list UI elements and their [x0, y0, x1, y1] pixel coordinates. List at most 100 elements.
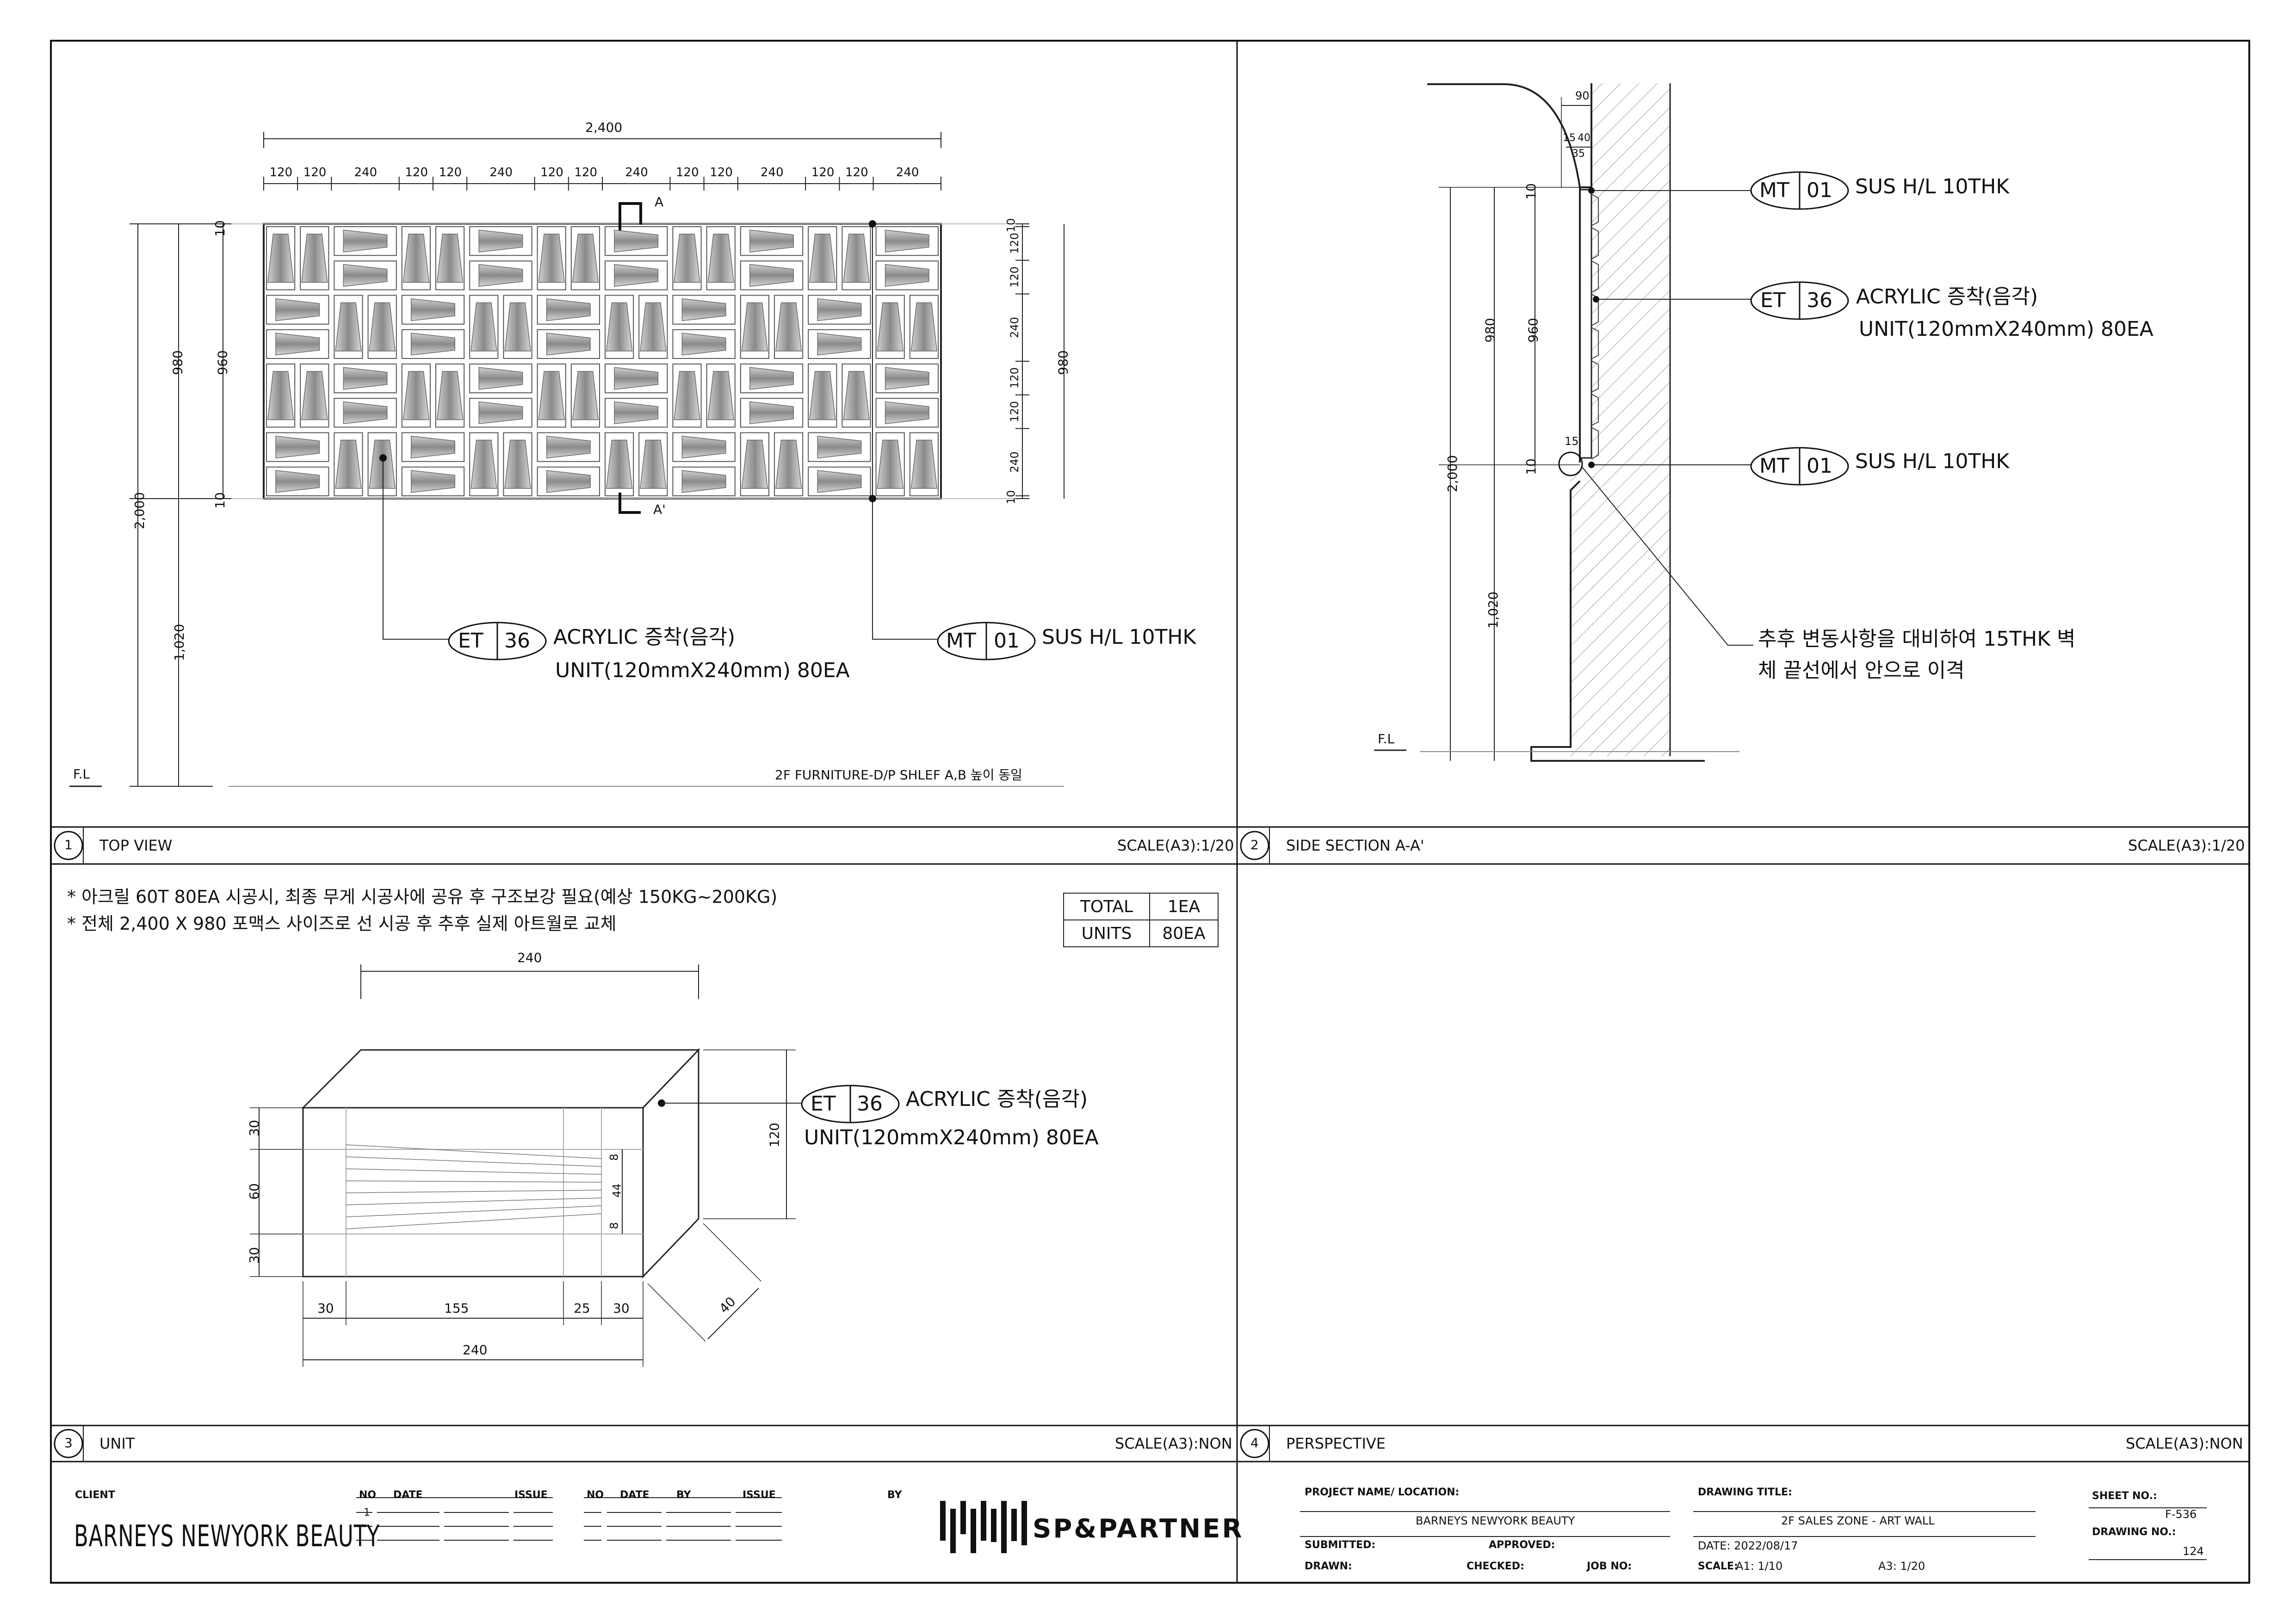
- et36-text1-top: ACRYLIC 증착(음각): [553, 625, 736, 649]
- engraved-taper: [614, 367, 659, 390]
- engraved-taper: [402, 371, 430, 420]
- unit-box-front: [302, 1107, 644, 1277]
- ss-gap-bottom: 10: [1523, 458, 1539, 475]
- unit-dim-l1: 30: [246, 1120, 262, 1136]
- engraved-taper: [546, 333, 591, 356]
- mt01-num-ss2: 01: [1807, 454, 1832, 478]
- engraved-taper: [749, 401, 794, 424]
- right-dim-label: 10: [1004, 490, 1018, 505]
- engraved-taper: [775, 302, 802, 352]
- sheet-no-label: SHEET NO.:: [2092, 1490, 2157, 1502]
- engraved-taper: [741, 302, 768, 352]
- acrylic-unit-grid: [266, 226, 939, 496]
- module-dim-label: 240: [761, 166, 784, 179]
- mt01-text-ss1: SUS H/L 10THK: [1855, 175, 2010, 198]
- et36-code-ss: ET: [1760, 289, 1786, 312]
- engraved-taper: [606, 439, 633, 489]
- mt01-text-ss2: SUS H/L 10THK: [1855, 450, 2010, 473]
- engraved-taper: [707, 371, 734, 420]
- engraved-taper: [369, 302, 396, 352]
- rev2-date-header: DATE: [620, 1489, 650, 1501]
- et36-text2-unit: UNIT(120mmX240mm) 80EA: [804, 1126, 1099, 1149]
- panel-1-number-circle: [54, 831, 83, 860]
- title-block-lines: [356, 1462, 2207, 1583]
- ss-c: 35: [1572, 148, 1585, 160]
- engraved-taper: [681, 470, 726, 493]
- engraved-taper: [749, 229, 794, 253]
- sheet-no: F-536: [2165, 1508, 2197, 1521]
- unit-note-1: * 아크릴 60T 80EA 시공시, 최종 무게 시공사에 공유 후 구조보강…: [67, 887, 778, 907]
- panel-1-number: 1: [64, 837, 73, 852]
- mt01-num-top: 01: [994, 629, 1020, 653]
- module-dim-label: 120: [540, 166, 563, 179]
- engraved-taper: [681, 298, 726, 321]
- engraved-taper: [402, 234, 430, 283]
- job-no-label: JOB NO:: [1587, 1561, 1632, 1572]
- side-section-drawing: [1374, 83, 1849, 762]
- engraved-taper: [478, 367, 523, 390]
- engraved-taper: [470, 439, 497, 489]
- rev2-by-header: BY: [676, 1489, 691, 1501]
- engraved-taper: [640, 439, 667, 489]
- unit-box-top: [301, 1049, 700, 1109]
- engraved-taper: [546, 436, 591, 459]
- top-view-fl: F.L: [73, 766, 90, 782]
- section-mark-a-prime-label: A': [653, 502, 666, 517]
- engraved-taper: [546, 470, 591, 493]
- mt01-code-top: MT: [946, 629, 976, 653]
- project-label: PROJECT NAME/ LOCATION:: [1305, 1487, 1460, 1498]
- rev1-no-header: NO: [359, 1489, 377, 1501]
- module-dim-label: 240: [896, 166, 919, 179]
- ss-b: 40: [1578, 132, 1590, 144]
- right-dim-label: 120: [1008, 401, 1021, 422]
- submitted-label: SUBMITTED:: [1305, 1539, 1376, 1551]
- unit-dim-top: 240: [517, 950, 542, 965]
- engraved-taper: [343, 401, 388, 424]
- ss-total: 2,000: [1445, 455, 1461, 493]
- unit-dim-height: 120: [767, 1123, 782, 1148]
- engraved-taper: [478, 264, 523, 287]
- profile-step: [1591, 227, 1599, 259]
- engraved-taper: [436, 371, 464, 420]
- engraved-taper: [817, 436, 862, 459]
- ss-small: 15: [1565, 435, 1579, 448]
- drawn-label: DRAWN:: [1305, 1561, 1352, 1572]
- panel-1-title: TOP VIEW: [99, 837, 173, 854]
- et36-text1-unit: ACRYLIC 증착(음각): [906, 1087, 1088, 1111]
- ss-a: 15: [1563, 132, 1576, 144]
- et36-num-ss: 36: [1807, 289, 1832, 312]
- profile-step: [1591, 360, 1599, 393]
- ceiling-curve: [1427, 83, 1581, 188]
- right-dim-label: 120: [1008, 266, 1021, 288]
- engraved-taper: [301, 234, 328, 283]
- module-dim-label: 120: [811, 166, 835, 179]
- unit-dim-b1: 30: [317, 1301, 334, 1316]
- mt01-code-ss1: MT: [1759, 179, 1789, 202]
- et36-leader-top: [383, 458, 449, 640]
- rev2-no-header: NO: [587, 1489, 604, 1501]
- ss-note-line1: 추후 변동사항을 대비하여 15THK 벽: [1758, 627, 2076, 651]
- profile-step: [1591, 294, 1599, 326]
- engraved-taper: [335, 302, 362, 352]
- panel-3-title: UNIT: [99, 1435, 135, 1452]
- ss-outer: 980: [1482, 318, 1498, 343]
- module-dim-label: 120: [439, 166, 462, 179]
- engraved-taper: [885, 264, 929, 287]
- right-dim-label: 120: [1008, 367, 1021, 389]
- section-mark-a-prime: [619, 493, 641, 514]
- drawing-date: DATE: 2022/08/17: [1698, 1539, 1798, 1552]
- engrave-line: [346, 1213, 602, 1229]
- module-dim-label: 120: [269, 166, 293, 179]
- panel-2-scale: SCALE(A3):1/20: [2128, 837, 2245, 854]
- client-label: CLIENT: [75, 1489, 115, 1501]
- et36-code-unit: ET: [811, 1092, 836, 1116]
- checked-label: CHECKED:: [1467, 1561, 1524, 1572]
- drawing-no-label: DRAWING NO.:: [2092, 1526, 2176, 1538]
- engraved-taper: [614, 229, 659, 253]
- unit-table-units-label: UNITS: [1063, 919, 1150, 947]
- unit-dim-i2: 44: [610, 1183, 624, 1198]
- et36-num-top: 36: [504, 629, 530, 653]
- panel-3-number: 3: [64, 1435, 73, 1450]
- ss-fl: F.L: [1378, 731, 1395, 747]
